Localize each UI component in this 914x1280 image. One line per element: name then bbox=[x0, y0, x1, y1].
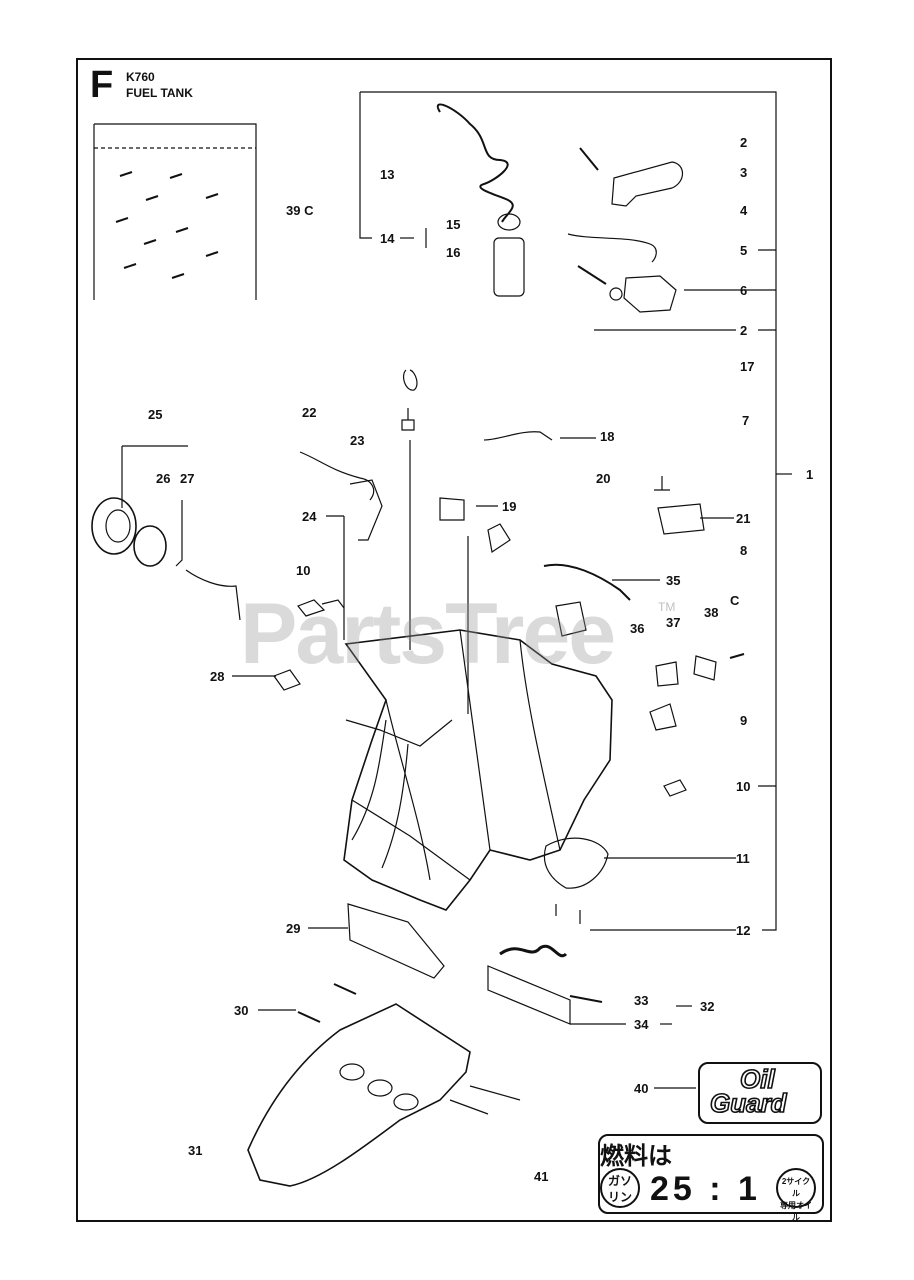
cover bbox=[247, 1003, 471, 1187]
gasoline-badge-top: ガソ bbox=[607, 1174, 632, 1188]
part-label: 13 bbox=[380, 167, 395, 182]
fuel-hose bbox=[436, 103, 514, 223]
gasoline-badge-bottom: リン bbox=[607, 1190, 632, 1204]
part-label: 35 bbox=[666, 573, 681, 588]
watermark: PartsTree bbox=[240, 586, 616, 682]
part-label: 23 bbox=[350, 433, 365, 448]
part-label: 18 bbox=[600, 429, 615, 444]
oil-guard-logo bbox=[698, 1062, 822, 1124]
part-label: 28 bbox=[210, 669, 225, 684]
spring bbox=[499, 944, 568, 958]
trigger-lever bbox=[611, 161, 684, 207]
fuel-mix-ratio: 25 : 1 bbox=[650, 1170, 761, 1208]
two-stroke-oil-badge: 2サイクル 専用オイル bbox=[776, 1168, 816, 1222]
part-label: 7 bbox=[742, 413, 750, 428]
part-label: 3 bbox=[740, 165, 748, 180]
trigger-lock bbox=[623, 275, 677, 313]
part-label: 31 bbox=[188, 1143, 203, 1158]
part-label: 34 bbox=[634, 1017, 649, 1032]
diagram-frame bbox=[76, 58, 832, 1222]
part-label: 21 bbox=[736, 511, 751, 526]
cap-gasket bbox=[133, 525, 167, 567]
section-letter: F bbox=[90, 64, 114, 106]
part-label: 10 bbox=[736, 779, 751, 794]
part-label: 27 bbox=[180, 471, 195, 486]
part-label: 24 bbox=[302, 509, 317, 524]
part-label: 4 bbox=[740, 203, 748, 218]
part-label: 5 bbox=[740, 243, 748, 258]
screw-kit-box bbox=[93, 123, 257, 300]
part-label: 29 bbox=[286, 921, 301, 936]
two-stroke-oil-badge-bottom: 専用オイル bbox=[780, 1201, 812, 1222]
part-label: 11 bbox=[736, 851, 750, 866]
gasoline-badge: ガソ リン bbox=[600, 1168, 640, 1208]
part-label: 17 bbox=[740, 359, 755, 374]
part-label: 6 bbox=[740, 283, 748, 298]
fuel-mix-heading: 燃料は bbox=[600, 1143, 672, 1170]
oil-guard-line1: Oil bbox=[739, 1063, 775, 1095]
part-label: 37 bbox=[666, 615, 681, 630]
oil-guard-line2: Guard bbox=[709, 1087, 787, 1119]
part-label: 2 bbox=[740, 323, 748, 338]
part-label: 20 bbox=[596, 471, 611, 486]
fuel-filter bbox=[493, 237, 525, 297]
part-label: 8 bbox=[740, 543, 748, 558]
part-label: C bbox=[730, 593, 740, 608]
part-label: 10 bbox=[296, 563, 311, 578]
part-label: 25 bbox=[148, 407, 163, 422]
part-label: 33 bbox=[634, 993, 649, 1008]
part-label: 16 bbox=[446, 245, 461, 260]
part-label: 32 bbox=[700, 999, 715, 1014]
part-label: 15 bbox=[446, 217, 461, 232]
fuel-cap bbox=[91, 497, 137, 555]
part-label: 19 bbox=[502, 499, 517, 514]
part-label: 22 bbox=[302, 405, 317, 420]
diagram-title: FUEL TANK bbox=[126, 86, 193, 100]
part-label: 12 bbox=[736, 923, 751, 938]
part-label: 36 bbox=[630, 621, 645, 636]
bracket-1 bbox=[360, 91, 777, 931]
part-label: 40 bbox=[634, 1081, 649, 1096]
fuel-mix-label bbox=[598, 1134, 824, 1214]
part-label: 1 bbox=[806, 467, 814, 482]
two-stroke-oil-badge-top: 2サイクル bbox=[781, 1177, 811, 1198]
trademark: TM bbox=[658, 600, 676, 614]
pad bbox=[347, 903, 445, 979]
model-number: K760 bbox=[126, 70, 155, 84]
part-label: 2 bbox=[740, 135, 748, 150]
fuel-tank-body bbox=[343, 629, 613, 911]
part-label: 38 bbox=[704, 605, 719, 620]
part-label: 26 bbox=[156, 471, 171, 486]
part-label: 14 bbox=[380, 231, 395, 246]
part-label: 41 bbox=[534, 1169, 549, 1184]
part-label: 9 bbox=[740, 713, 748, 728]
part-label: 30 bbox=[234, 1003, 249, 1018]
part-label: 39 C bbox=[286, 203, 314, 218]
